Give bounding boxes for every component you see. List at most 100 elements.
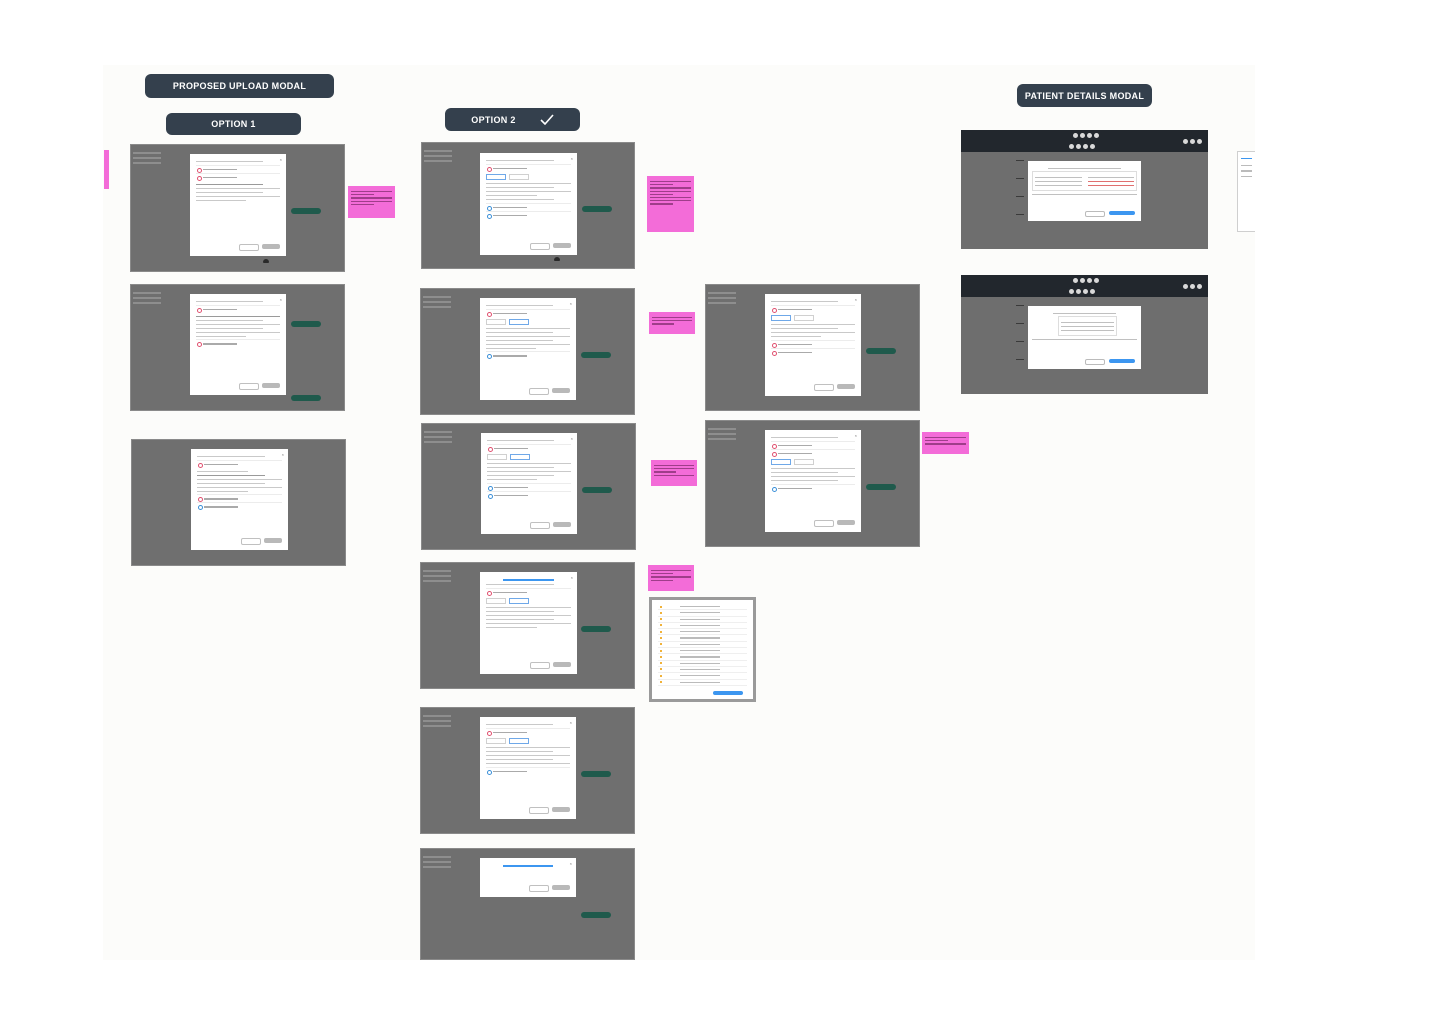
upload-button[interactable]: [552, 807, 570, 812]
upload-step[interactable]: [487, 443, 571, 452]
list-item[interactable]: [658, 629, 747, 636]
cancel-button[interactable]: [814, 384, 834, 391]
close-icon[interactable]: ×: [569, 861, 572, 866]
upload-step[interactable]: [197, 502, 282, 511]
cloud-upload-icon: [554, 257, 560, 261]
upload-button[interactable]: [552, 388, 570, 393]
tabs[interactable]: [771, 314, 855, 321]
list-item[interactable]: [658, 642, 747, 649]
cancel-button[interactable]: [530, 243, 550, 250]
upload-step[interactable]: [771, 440, 855, 449]
close-icon[interactable]: ×: [281, 452, 284, 457]
upload-button[interactable]: [837, 384, 855, 389]
tabs[interactable]: [486, 597, 571, 604]
upload-step[interactable]: [486, 202, 571, 211]
upload-step[interactable]: [486, 727, 570, 736]
option-2-screen-1: ×: [421, 142, 635, 269]
list-item[interactable]: [658, 610, 747, 617]
toolbar-icons[interactable]: [1073, 133, 1099, 138]
upload-step[interactable]: [197, 494, 282, 503]
app-action-button: [581, 352, 611, 358]
tabs[interactable]: [486, 318, 570, 325]
cancel-button[interactable]: [529, 885, 549, 892]
cancel-button[interactable]: [814, 520, 834, 527]
close-icon[interactable]: ×: [854, 433, 857, 438]
list-item[interactable]: [658, 604, 747, 611]
upload-step[interactable]: [196, 164, 280, 173]
list-item[interactable]: [658, 673, 747, 680]
upload-modal: ×: [480, 717, 576, 819]
close-icon[interactable]: ×: [570, 436, 573, 441]
upload-modal: ×: [480, 572, 577, 674]
upload-button[interactable]: [553, 243, 571, 248]
toolbar-icons[interactable]: [1183, 284, 1202, 289]
upload-step[interactable]: [771, 448, 855, 457]
upload-step[interactable]: [196, 304, 280, 313]
upload-step[interactable]: [486, 587, 571, 596]
cancel-button[interactable]: [530, 522, 550, 529]
upload-button[interactable]: [553, 522, 571, 527]
tabs[interactable]: [771, 458, 855, 465]
toolbar-icons[interactable]: [1073, 278, 1099, 283]
upload-step[interactable]: [486, 351, 570, 360]
upload-step[interactable]: [486, 308, 570, 317]
upload-button[interactable]: [264, 538, 282, 543]
cloud-upload-icon: [263, 259, 269, 263]
tabs[interactable]: [487, 453, 571, 460]
patient-details-modal: [1028, 161, 1141, 221]
cancel-button[interactable]: [529, 388, 549, 395]
option-1-label: OPTION 1: [166, 113, 301, 135]
close-icon[interactable]: ×: [569, 301, 572, 306]
upload-step[interactable]: [486, 766, 570, 775]
upload-step[interactable]: [486, 163, 571, 172]
upload-step[interactable]: [771, 339, 855, 348]
upload-button[interactable]: [552, 885, 570, 890]
close-icon[interactable]: ×: [570, 575, 573, 580]
toolbar-icons[interactable]: [1069, 289, 1095, 294]
upload-button[interactable]: [837, 520, 855, 525]
upload-button[interactable]: [262, 244, 280, 249]
cancel-button[interactable]: [239, 244, 259, 251]
confirm-button[interactable]: [713, 691, 743, 695]
list-item[interactable]: [658, 617, 747, 623]
option-2-screen-2: ×: [420, 288, 635, 415]
upload-step[interactable]: [196, 339, 280, 348]
cancel-button[interactable]: [529, 807, 549, 814]
list-item[interactable]: [658, 635, 747, 642]
close-icon[interactable]: ×: [279, 297, 282, 302]
list-item[interactable]: [658, 648, 747, 655]
upload-step[interactable]: [487, 490, 571, 499]
confirm-button[interactable]: [1109, 211, 1135, 215]
upload-step[interactable]: [771, 347, 855, 356]
cancel-button[interactable]: [530, 662, 550, 669]
toolbar-icons[interactable]: [1183, 139, 1202, 144]
list-item[interactable]: [658, 623, 747, 630]
upload-step[interactable]: [196, 172, 280, 181]
upload-button[interactable]: [553, 662, 571, 667]
cancel-button[interactable]: [239, 383, 259, 390]
upload-step[interactable]: [197, 459, 282, 468]
tabs[interactable]: [486, 737, 570, 744]
confirm-button[interactable]: [1109, 359, 1135, 363]
upload-step[interactable]: [486, 210, 571, 219]
upload-step[interactable]: [771, 304, 855, 313]
toolbar-icons[interactable]: [1069, 144, 1095, 149]
close-icon[interactable]: ×: [854, 297, 857, 302]
cancel-button[interactable]: [1085, 211, 1105, 217]
list-item[interactable]: [658, 680, 747, 686]
cancel-button[interactable]: [1085, 359, 1105, 365]
upload-step[interactable]: [487, 482, 571, 491]
cancel-button[interactable]: [241, 538, 261, 545]
list-item[interactable]: [658, 654, 747, 661]
close-icon[interactable]: ×: [279, 157, 282, 162]
sticky-note: [647, 176, 694, 232]
option-2-screen-3: ×: [421, 423, 636, 550]
tabs[interactable]: [486, 173, 571, 180]
upload-button[interactable]: [262, 383, 280, 388]
close-icon[interactable]: ×: [570, 156, 573, 161]
progress-bar: [503, 579, 554, 581]
list-item[interactable]: [658, 661, 747, 667]
list-item[interactable]: [658, 667, 747, 674]
upload-step[interactable]: [771, 483, 855, 492]
close-icon[interactable]: ×: [569, 720, 572, 725]
